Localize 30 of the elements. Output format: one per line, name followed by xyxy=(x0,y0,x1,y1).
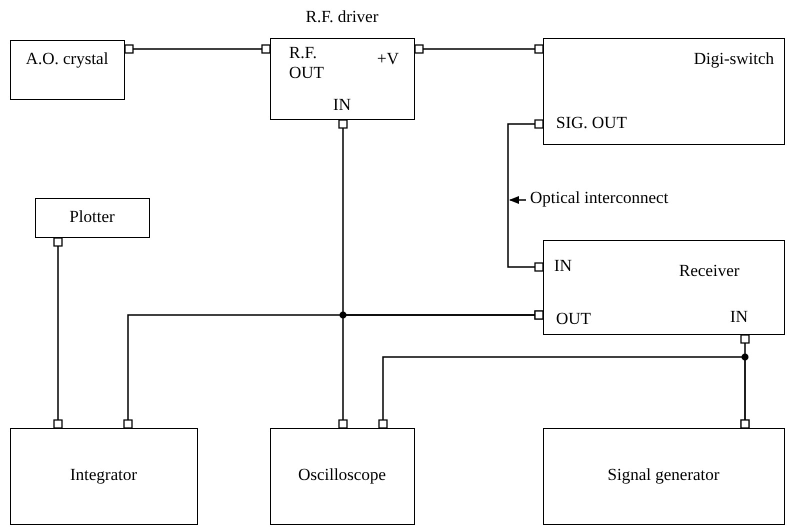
port-label: IN xyxy=(730,307,748,327)
component-box xyxy=(10,40,125,100)
component-label: R.F. driver xyxy=(304,7,380,27)
component-label: Integrator xyxy=(68,465,138,485)
port-label: IN xyxy=(554,256,572,276)
component-box xyxy=(270,428,415,525)
port-label: SIG. OUT xyxy=(556,113,627,133)
annotation-text: Optical interconnect xyxy=(530,188,668,208)
connector-line xyxy=(507,119,544,272)
connector-line xyxy=(378,356,750,429)
port-label: IN xyxy=(333,95,351,115)
component-box xyxy=(10,428,198,525)
component-box xyxy=(543,428,785,525)
component-box xyxy=(35,198,150,238)
component-label: Signal generator xyxy=(606,465,720,485)
connector-line xyxy=(124,44,271,54)
component-label: Plotter xyxy=(68,207,116,227)
connector-line xyxy=(414,44,544,54)
connector-line xyxy=(53,237,63,429)
component-label: Oscilloscope xyxy=(297,465,387,485)
component-label: Digi-switch xyxy=(692,49,774,69)
port-label: Receiver xyxy=(679,261,740,281)
component-box xyxy=(543,38,785,145)
port-label: R.F. OUT xyxy=(289,43,325,82)
leader-arrow xyxy=(509,196,526,204)
port-label: +V xyxy=(377,49,399,69)
port-label: OUT xyxy=(556,309,591,329)
component-box xyxy=(543,240,785,335)
component-label: A.O. crystal xyxy=(24,49,110,69)
connector-line xyxy=(338,310,544,429)
